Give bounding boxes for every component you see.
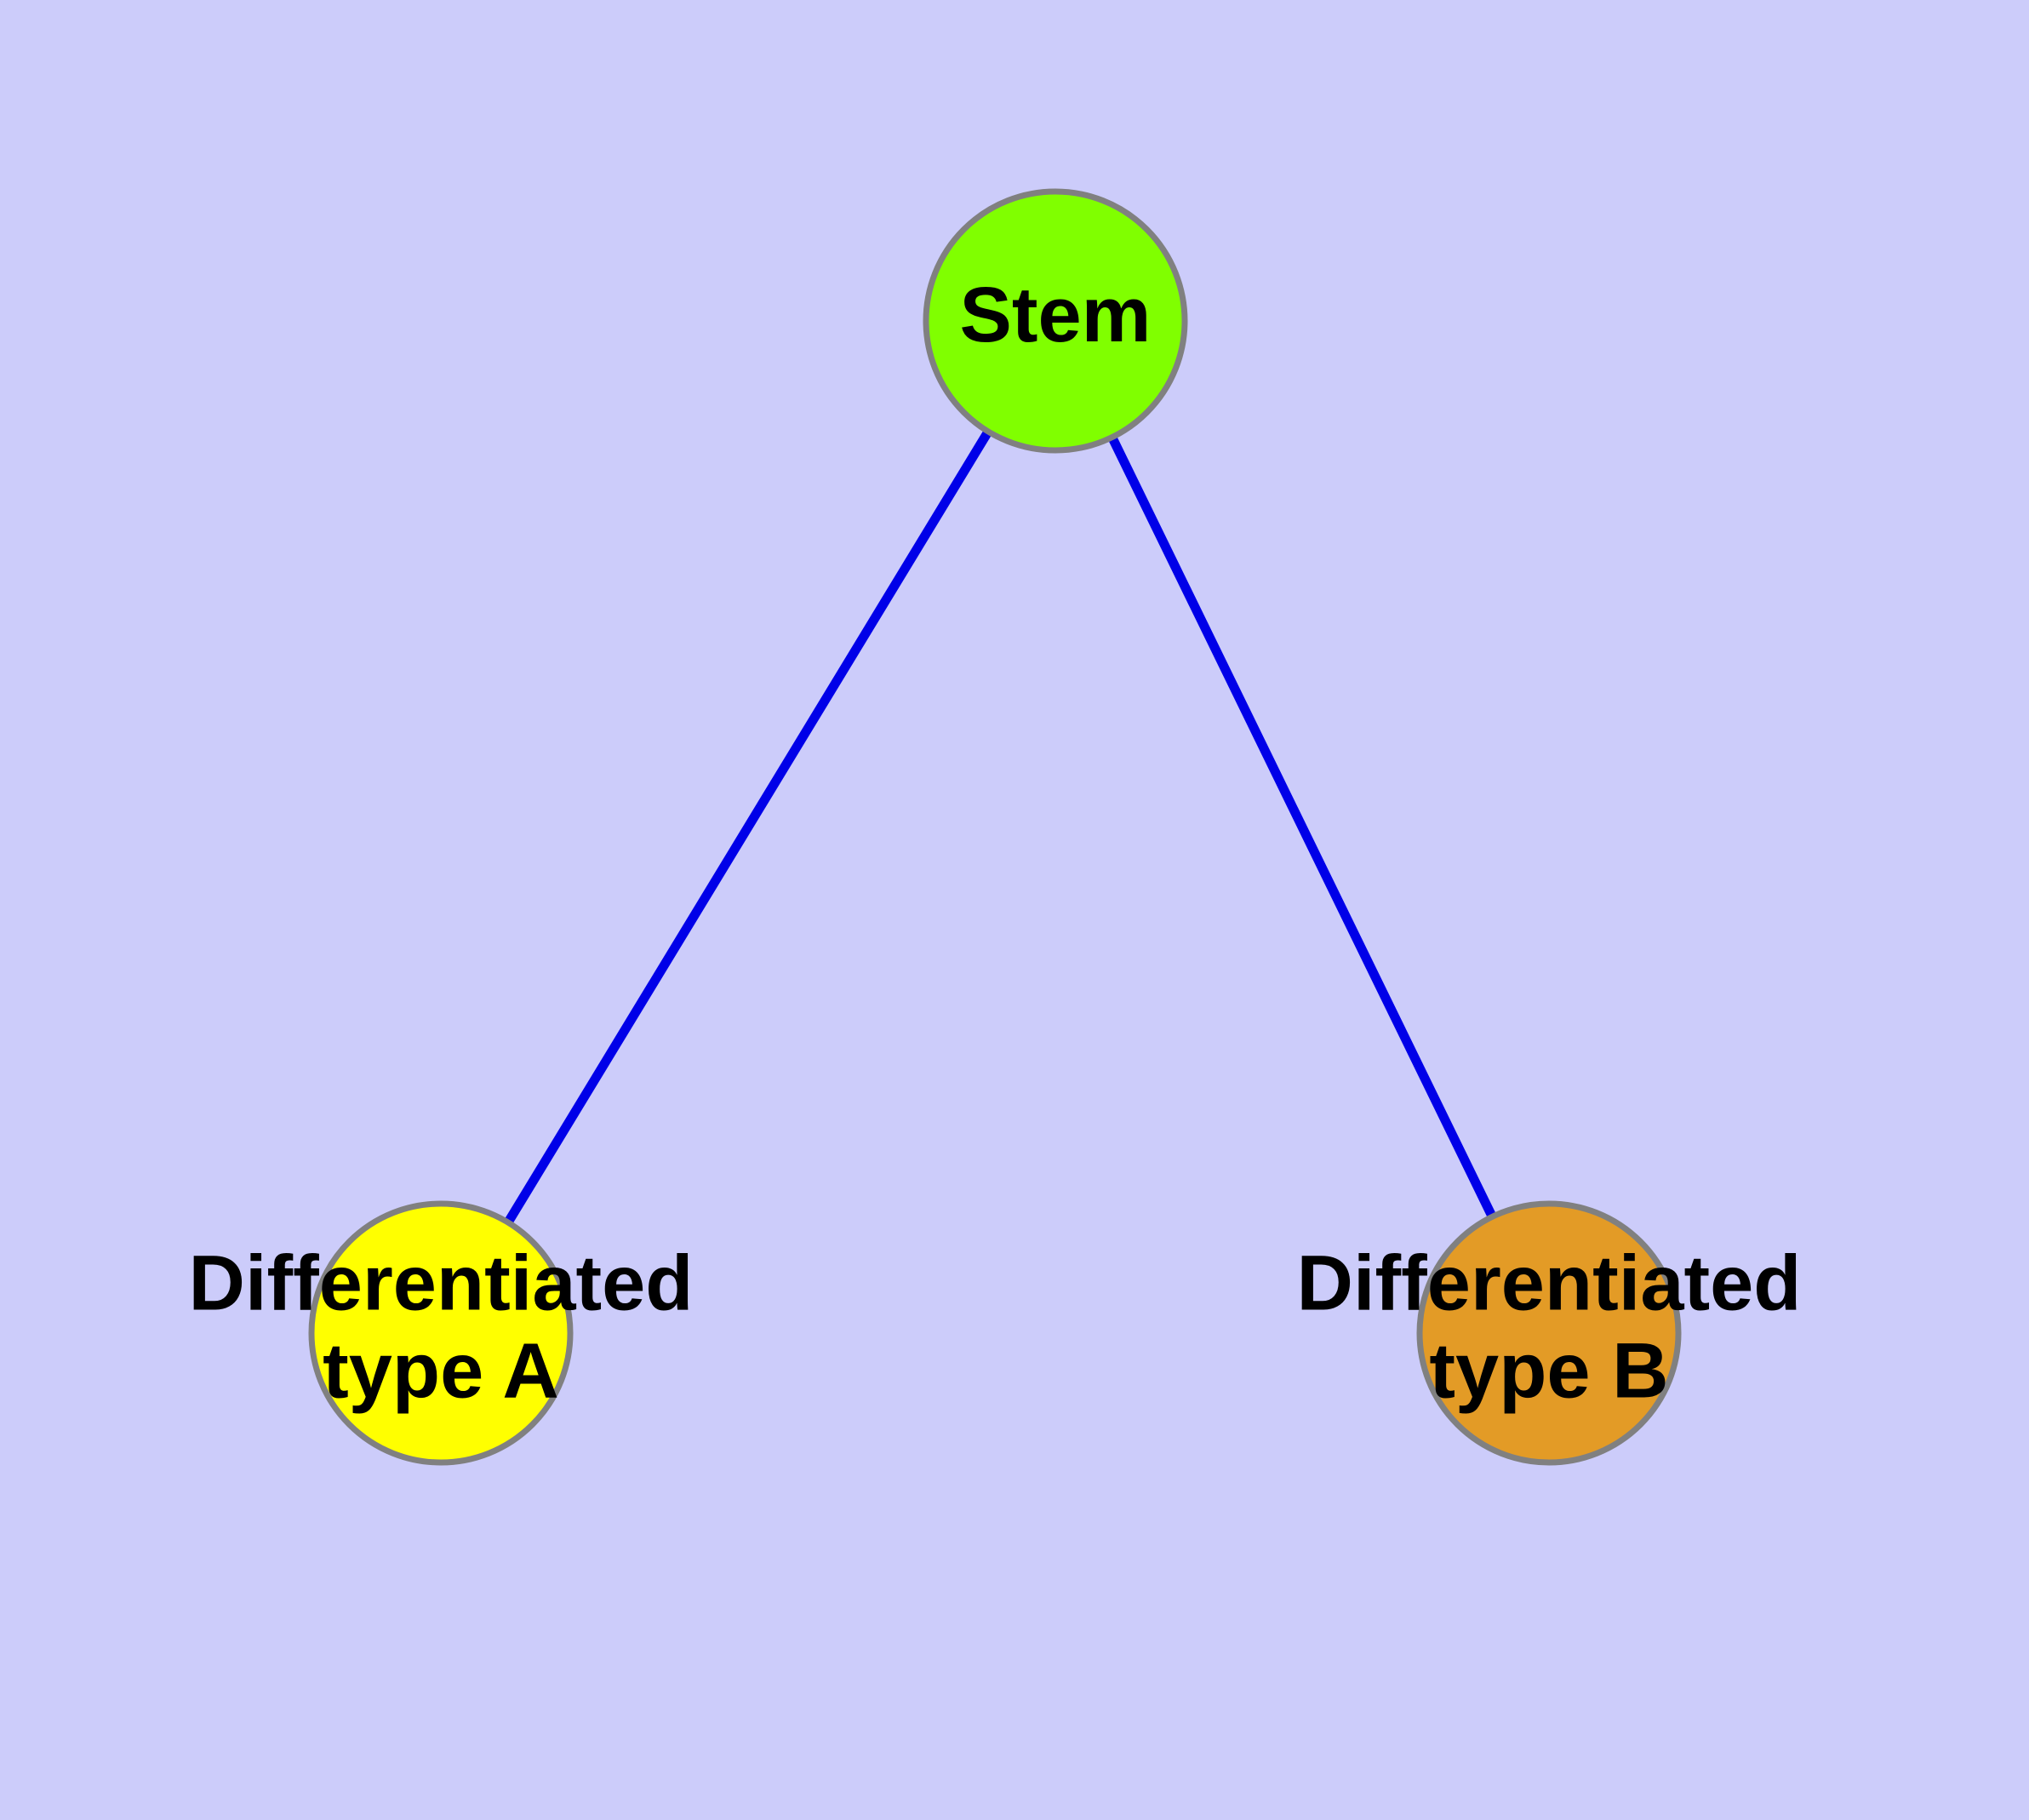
node-circle-stem[interactable] — [923, 188, 1188, 454]
node-label-line: type A — [323, 1328, 559, 1415]
edges-layer — [503, 427, 1498, 1227]
node-label-line: Differentiated — [189, 1240, 694, 1327]
node-circle-diff_b[interactable] — [1416, 1200, 1682, 1466]
node-label-line: Stem — [960, 272, 1152, 358]
node-label-line: Differentiated — [1297, 1240, 1802, 1327]
edge-stem-diff-b — [1106, 433, 1498, 1221]
nodes-layer — [308, 188, 1682, 1466]
node-circle-diff_a[interactable] — [308, 1200, 574, 1466]
edge-stem-diff-a — [503, 427, 993, 1227]
node-label-line: type B — [1429, 1328, 1668, 1415]
node-label-stem: Stem — [960, 272, 1152, 358]
